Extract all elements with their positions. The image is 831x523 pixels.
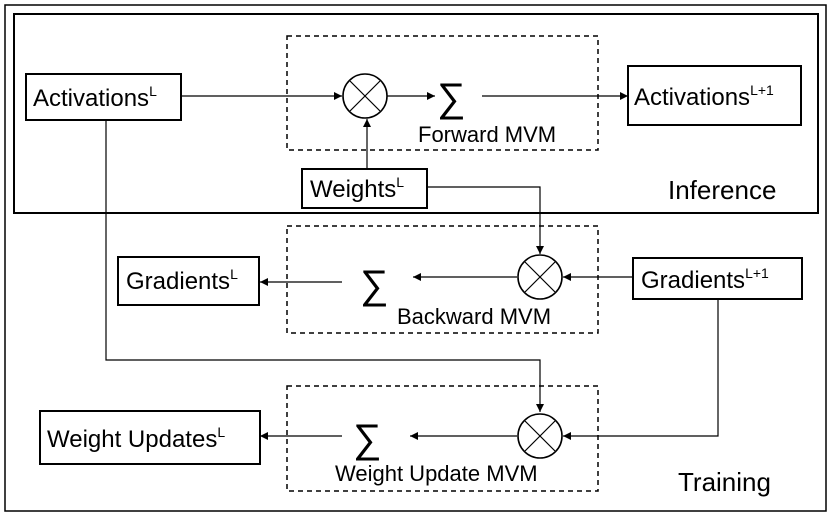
update-sum-icon: ∑ — [353, 417, 382, 461]
weights-superscript: L — [396, 174, 404, 190]
activations-in-label: Activations — [33, 85, 149, 112]
weight-update-mvm-label: Weight Update MVM — [335, 461, 538, 486]
svg-text:GradientsL+1: GradientsL+1 — [641, 265, 769, 294]
backward-sum-icon: ∑ — [360, 263, 389, 307]
inference-label: Inference — [668, 175, 776, 205]
weights-label: Weights — [310, 176, 396, 203]
weight-updates-label: Weight Updates — [47, 426, 217, 453]
training-frame — [4, 4, 827, 512]
forward-mvm-label: Forward MVM — [418, 122, 556, 147]
gradients-out-node: GradientsL — [117, 256, 260, 306]
arrow-activations-to-update — [105, 120, 544, 412]
arrow-weights-to-backward — [427, 186, 544, 254]
weights-node: WeightsL — [301, 168, 428, 209]
gradients-in-superscript: L+1 — [745, 265, 769, 281]
backward-mvm-label: Backward MVM — [397, 304, 551, 329]
activations-out-node: ActivationsL+1 — [627, 65, 802, 126]
gradients-in-label: Gradients — [641, 267, 745, 294]
activations-out-label: Activations — [634, 84, 750, 111]
update-multiply-icon — [517, 413, 563, 459]
training-label: Training — [678, 467, 771, 497]
gradients-out-superscript: L — [230, 266, 238, 282]
forward-sum-icon: ∑ — [437, 76, 466, 120]
arrow-gradients-to-update — [563, 300, 719, 440]
weight-updates-superscript: L — [217, 424, 225, 440]
svg-text:WeightsL: WeightsL — [310, 174, 404, 203]
gradients-out-label: Gradients — [126, 268, 230, 295]
backward-mvm-block — [286, 225, 599, 334]
activations-in-node: ActivationsL — [25, 73, 182, 121]
activations-in-superscript: L — [149, 83, 157, 99]
inference-frame — [13, 13, 819, 214]
forward-multiply-icon — [342, 73, 388, 119]
activations-out-superscript: L+1 — [750, 82, 774, 98]
weight-updates-node: Weight UpdatesL — [39, 410, 261, 465]
weight-update-mvm-block — [286, 385, 599, 492]
svg-text:ActivationsL: ActivationsL — [33, 83, 157, 112]
gradients-in-node: GradientsL+1 — [632, 257, 803, 300]
forward-mvm-block — [286, 35, 599, 151]
svg-text:GradientsL: GradientsL — [126, 266, 238, 295]
svg-text:Weight UpdatesL: Weight UpdatesL — [47, 424, 225, 453]
svg-text:ActivationsL+1: ActivationsL+1 — [634, 82, 774, 111]
backward-multiply-icon — [517, 254, 563, 300]
